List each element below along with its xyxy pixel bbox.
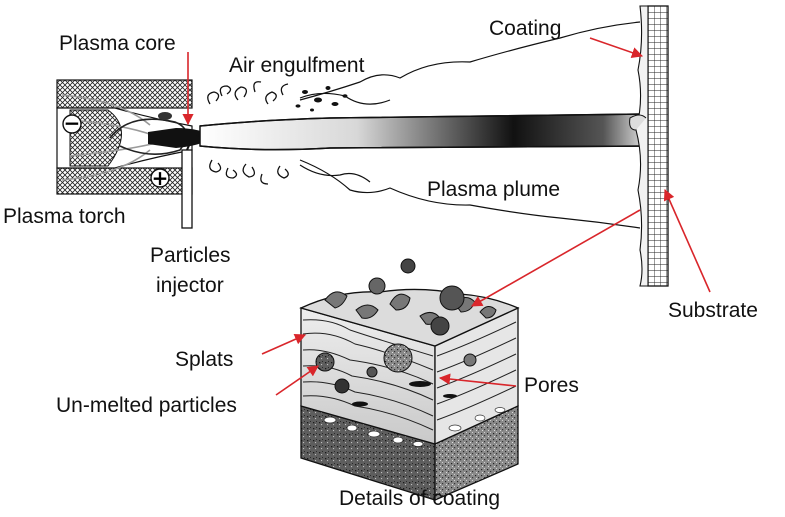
label-particles-injector-2: injector — [156, 274, 224, 297]
label-pores: Pores — [524, 374, 579, 397]
annotation-arrows — [182, 37, 711, 396]
arrow-unmelted — [275, 365, 319, 396]
label-coating: Coating — [489, 17, 561, 40]
arrow-detail-link — [471, 209, 641, 307]
label-splats: Splats — [175, 348, 233, 371]
label-unmelted-particles: Un-melted particles — [56, 394, 237, 417]
label-plasma-torch: Plasma torch — [3, 205, 126, 228]
label-air-engulfment: Air engulfment — [229, 54, 365, 77]
label-particles-injector-1: Particles — [150, 244, 231, 267]
coating-detail-block — [299, 258, 520, 501]
cathode-symbol: − — [62, 111, 82, 135]
air-engulfment-particles — [295, 86, 348, 112]
plasma-jet — [199, 113, 649, 151]
anode-symbol: + — [150, 166, 170, 190]
arrow-coating — [589, 37, 644, 58]
air-engulfment-eddies — [207, 81, 289, 185]
arrow-pores — [438, 373, 517, 387]
substrate — [647, 5, 669, 287]
arrow-substrate — [663, 188, 711, 293]
pores — [352, 381, 457, 407]
impacting-particles — [368, 258, 465, 336]
plasma-plume-envelope — [299, 21, 641, 229]
svg-text:−: − — [64, 111, 81, 135]
arrow-splats — [261, 333, 307, 355]
label-plasma-core: Plasma core — [59, 32, 176, 55]
label-plasma-plume: Plasma plume — [427, 178, 560, 201]
plasma-torch — [56, 79, 215, 195]
label-substrate: Substrate — [668, 299, 758, 322]
svg-text:+: + — [152, 166, 169, 190]
embedded-particles — [315, 343, 477, 394]
label-details-of-coating: Details of coating — [339, 487, 500, 510]
